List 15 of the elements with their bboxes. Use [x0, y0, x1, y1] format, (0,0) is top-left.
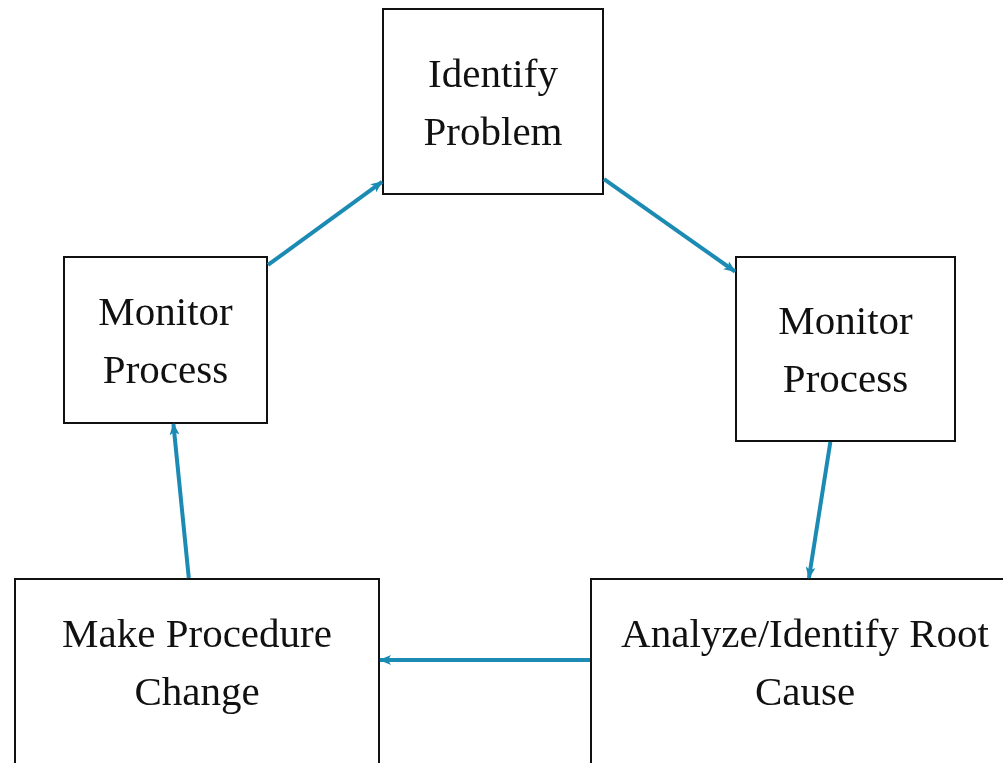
process-box — [735, 256, 956, 442]
arrow — [602, 177, 737, 274]
arrow — [169, 423, 191, 579]
box-label: Identify Problem — [422, 48, 564, 156]
arrow — [379, 655, 590, 665]
process-box — [590, 578, 1003, 763]
process-box — [382, 8, 604, 195]
box-label: Monitor Process — [97, 287, 234, 394]
process-box — [63, 256, 268, 424]
arrow — [266, 180, 384, 267]
box-label: Make Procedure Change — [61, 609, 333, 716]
arrow — [805, 441, 833, 579]
box-label: Analyze/Identify Root Cause — [620, 609, 990, 716]
process-box — [14, 578, 380, 763]
box-label: Monitor Process — [777, 296, 914, 403]
